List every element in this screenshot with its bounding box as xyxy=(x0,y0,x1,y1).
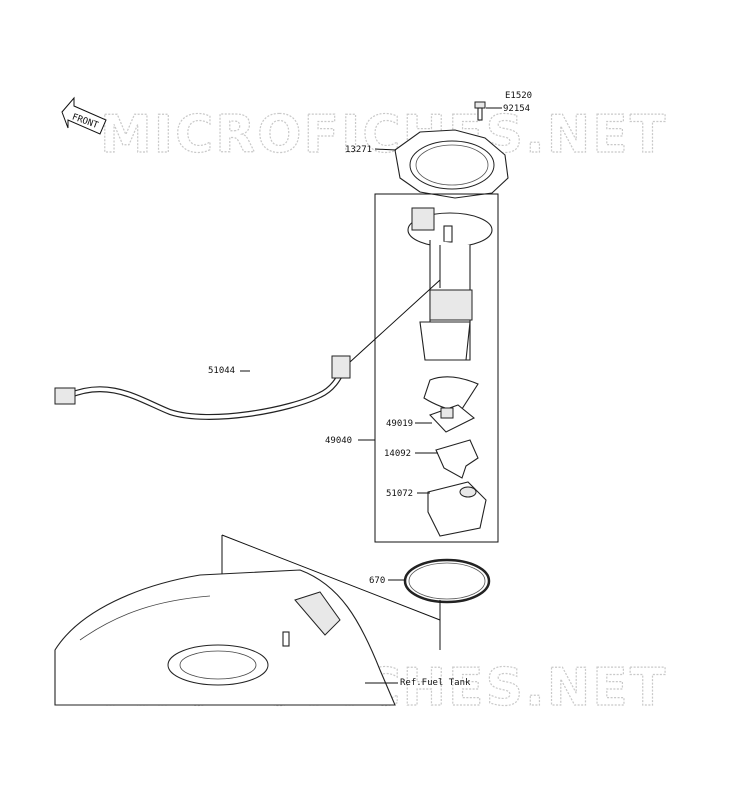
callout-92154: 92154 xyxy=(503,104,530,114)
plate-13271[interactable] xyxy=(394,129,509,199)
o-ring-670[interactable] xyxy=(403,558,491,604)
callout-e1520: E1520 xyxy=(505,91,532,101)
callout-670: 670 xyxy=(369,576,385,586)
part-14092[interactable] xyxy=(435,439,479,479)
callout-13271: 13271 xyxy=(345,145,372,155)
fuel-filter[interactable] xyxy=(423,376,479,413)
bolt-92154[interactable] xyxy=(474,101,486,121)
fuel-pump-unit[interactable] xyxy=(407,207,493,361)
pump-assembly-frame xyxy=(374,193,499,543)
callout-49019: 49019 xyxy=(386,419,413,429)
callout-51044: 51044 xyxy=(208,366,235,376)
fuel-tank xyxy=(54,569,396,706)
callout-14092: 14092 xyxy=(384,449,411,459)
callout-49040: 49040 xyxy=(325,436,352,446)
callout-51072: 51072 xyxy=(386,489,413,499)
callout-ref-fuel-tank: Ref.Fuel Tank xyxy=(400,678,471,688)
watermark-top: MICROFICHES.NET xyxy=(100,105,667,165)
fuel-hose-51044[interactable] xyxy=(54,355,351,420)
part-49019[interactable] xyxy=(429,404,476,433)
part-51072[interactable] xyxy=(427,481,487,537)
